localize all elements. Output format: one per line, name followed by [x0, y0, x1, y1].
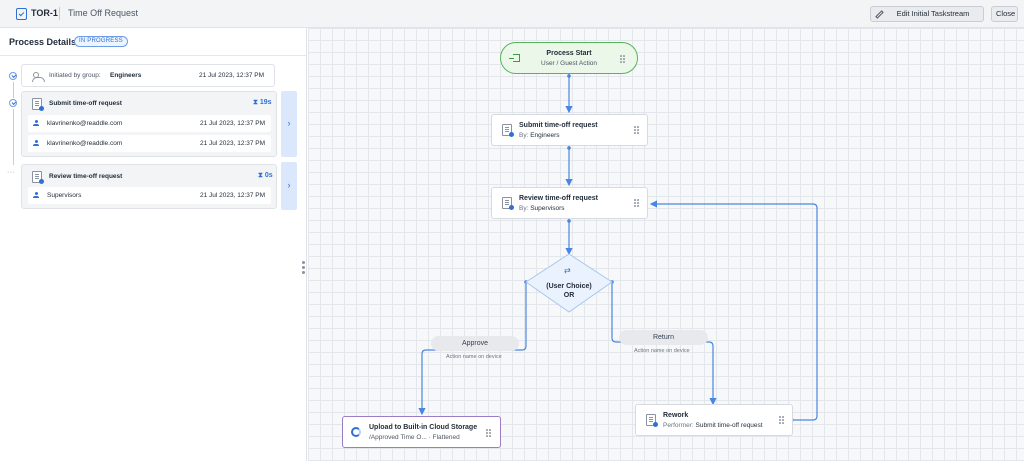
chevron-right-icon: › [287, 180, 291, 190]
review-node[interactable]: Review time-off request By: Supervisors [491, 187, 648, 219]
process-title: Time Off Request [68, 8, 139, 18]
node-title: Review time-off request [519, 195, 598, 202]
enter-icon [509, 54, 520, 62]
header-divider [59, 7, 60, 20]
task-icon [32, 98, 44, 111]
list-item: Supervisors 21 Jul 2023, 12:37 PM [28, 187, 271, 204]
task-icon [502, 197, 514, 210]
timeline-line [13, 82, 14, 98]
close-button[interactable]: Close [991, 6, 1018, 22]
flow-connectors [418, 74, 818, 422]
user-email: klavrinenko@readdle.com [47, 120, 123, 127]
pencil-icon [875, 10, 884, 19]
row-time: 21 Jul 2023, 12:37 PM [200, 192, 266, 199]
step-complete-icon [9, 72, 17, 80]
task-icon [32, 171, 44, 184]
panel-divider [0, 55, 306, 56]
assignee: Supervisors [47, 192, 82, 199]
initiated-prefix: Initiated by group: [49, 72, 101, 79]
user-email: klavrinenko@readdle.com [47, 140, 123, 147]
choice-label: (User Choice) [546, 283, 592, 290]
connector-rework-loop [649, 200, 818, 421]
duration: ⧗ 0s [258, 172, 273, 179]
duration-value: 19s [259, 99, 272, 106]
node-title: Process Start [546, 50, 592, 57]
panel-resize-handle[interactable] [302, 261, 305, 275]
edit-button-label: Edit Initial Taskstream [896, 9, 970, 18]
status-badge: IN PROGRESS [74, 36, 128, 47]
expand-step-button[interactable]: › [281, 91, 297, 157]
drag-handle-icon[interactable] [634, 126, 639, 134]
node-title: Upload to Built-in Cloud Storage [369, 424, 478, 431]
list-item: klavrinenko@readdle.com 21 Jul 2023, 12:… [28, 115, 271, 132]
user-choice-diamond[interactable] [525, 253, 613, 313]
step-name: Review time-off request [49, 173, 123, 180]
initiated-card: Initiated by group: Engineers 21 Jul 202… [21, 64, 275, 87]
chevron-right-icon: › [287, 118, 291, 128]
top-bar: TOR-1 Time Off Request Edit Initial Task… [0, 0, 1024, 28]
initiated-group: Engineers [110, 72, 142, 79]
upload-cloud-node[interactable]: Upload to Built-in Cloud Storage /Approv… [342, 416, 501, 448]
row-time: 21 Jul 2023, 12:37 PM [200, 140, 266, 147]
choice-operator: OR [563, 292, 575, 299]
step-card[interactable]: Submit time-off request ⧗ 19s klavrinenk… [21, 91, 277, 157]
drag-handle-icon[interactable] [620, 55, 625, 63]
step-complete-icon [9, 99, 17, 107]
task-icon [502, 124, 514, 137]
node-title: Rework [663, 412, 689, 419]
node-title: Submit time-off request [519, 122, 598, 129]
submit-node[interactable]: Submit time-off request By: Engineers [491, 114, 648, 146]
initiated-time: 21 Jul 2023, 12:37 PM [199, 72, 265, 79]
process-start-node[interactable]: Process Start User / Guest Action [500, 42, 638, 74]
user-icon [33, 140, 39, 147]
return-action-pill[interactable]: Return [619, 330, 708, 345]
flow-canvas[interactable]: Process Start User / Guest Action Submit… [308, 28, 1024, 461]
cloud-storage-icon [351, 427, 361, 437]
drag-handle-icon[interactable] [486, 429, 491, 437]
process-details-panel: Process Details IN PROGRESS ··· Initiate… [0, 28, 307, 461]
panel-title: Process Details [9, 37, 77, 47]
rework-node[interactable]: Rework Performer: Submit time-off reques… [635, 404, 793, 436]
return-action-subtitle: Action name on device [634, 348, 690, 354]
node-subtitle: Performer: Submit time-off request [663, 422, 763, 429]
node-subtitle: By: Engineers [519, 132, 560, 139]
task-icon [646, 414, 658, 427]
edit-initial-taskstream-button[interactable]: Edit Initial Taskstream [870, 6, 984, 22]
user-icon [33, 120, 39, 127]
drag-handle-icon[interactable] [779, 416, 784, 424]
node-subtitle: /Approved Time O... · Flattened [369, 434, 460, 441]
drag-handle-icon[interactable] [634, 199, 639, 207]
document-check-icon [16, 8, 27, 20]
approve-action-subtitle: Action name on device [446, 354, 502, 360]
process-code: TOR-1 [31, 8, 58, 18]
duration-value: 0s [264, 172, 273, 179]
node-subtitle: User / Guest Action [541, 60, 597, 67]
step-name: Submit time-off request [49, 100, 122, 107]
group-icon [32, 72, 45, 82]
timeline-line [13, 109, 14, 165]
list-item: klavrinenko@readdle.com 21 Jul 2023, 12:… [28, 135, 271, 152]
step-pending-icon: ··· [7, 169, 16, 176]
expand-step-button[interactable]: › [281, 162, 297, 210]
approve-action-pill[interactable]: Approve [431, 336, 519, 351]
split-icon: ⇄ [564, 266, 571, 275]
user-icon [33, 192, 39, 199]
node-subtitle: By: Supervisors [519, 205, 565, 212]
step-card[interactable]: Review time-off request ⧗ 0s Supervisors… [21, 164, 277, 209]
duration: ⧗ 19s [253, 99, 272, 106]
row-time: 21 Jul 2023, 12:37 PM [200, 120, 266, 127]
